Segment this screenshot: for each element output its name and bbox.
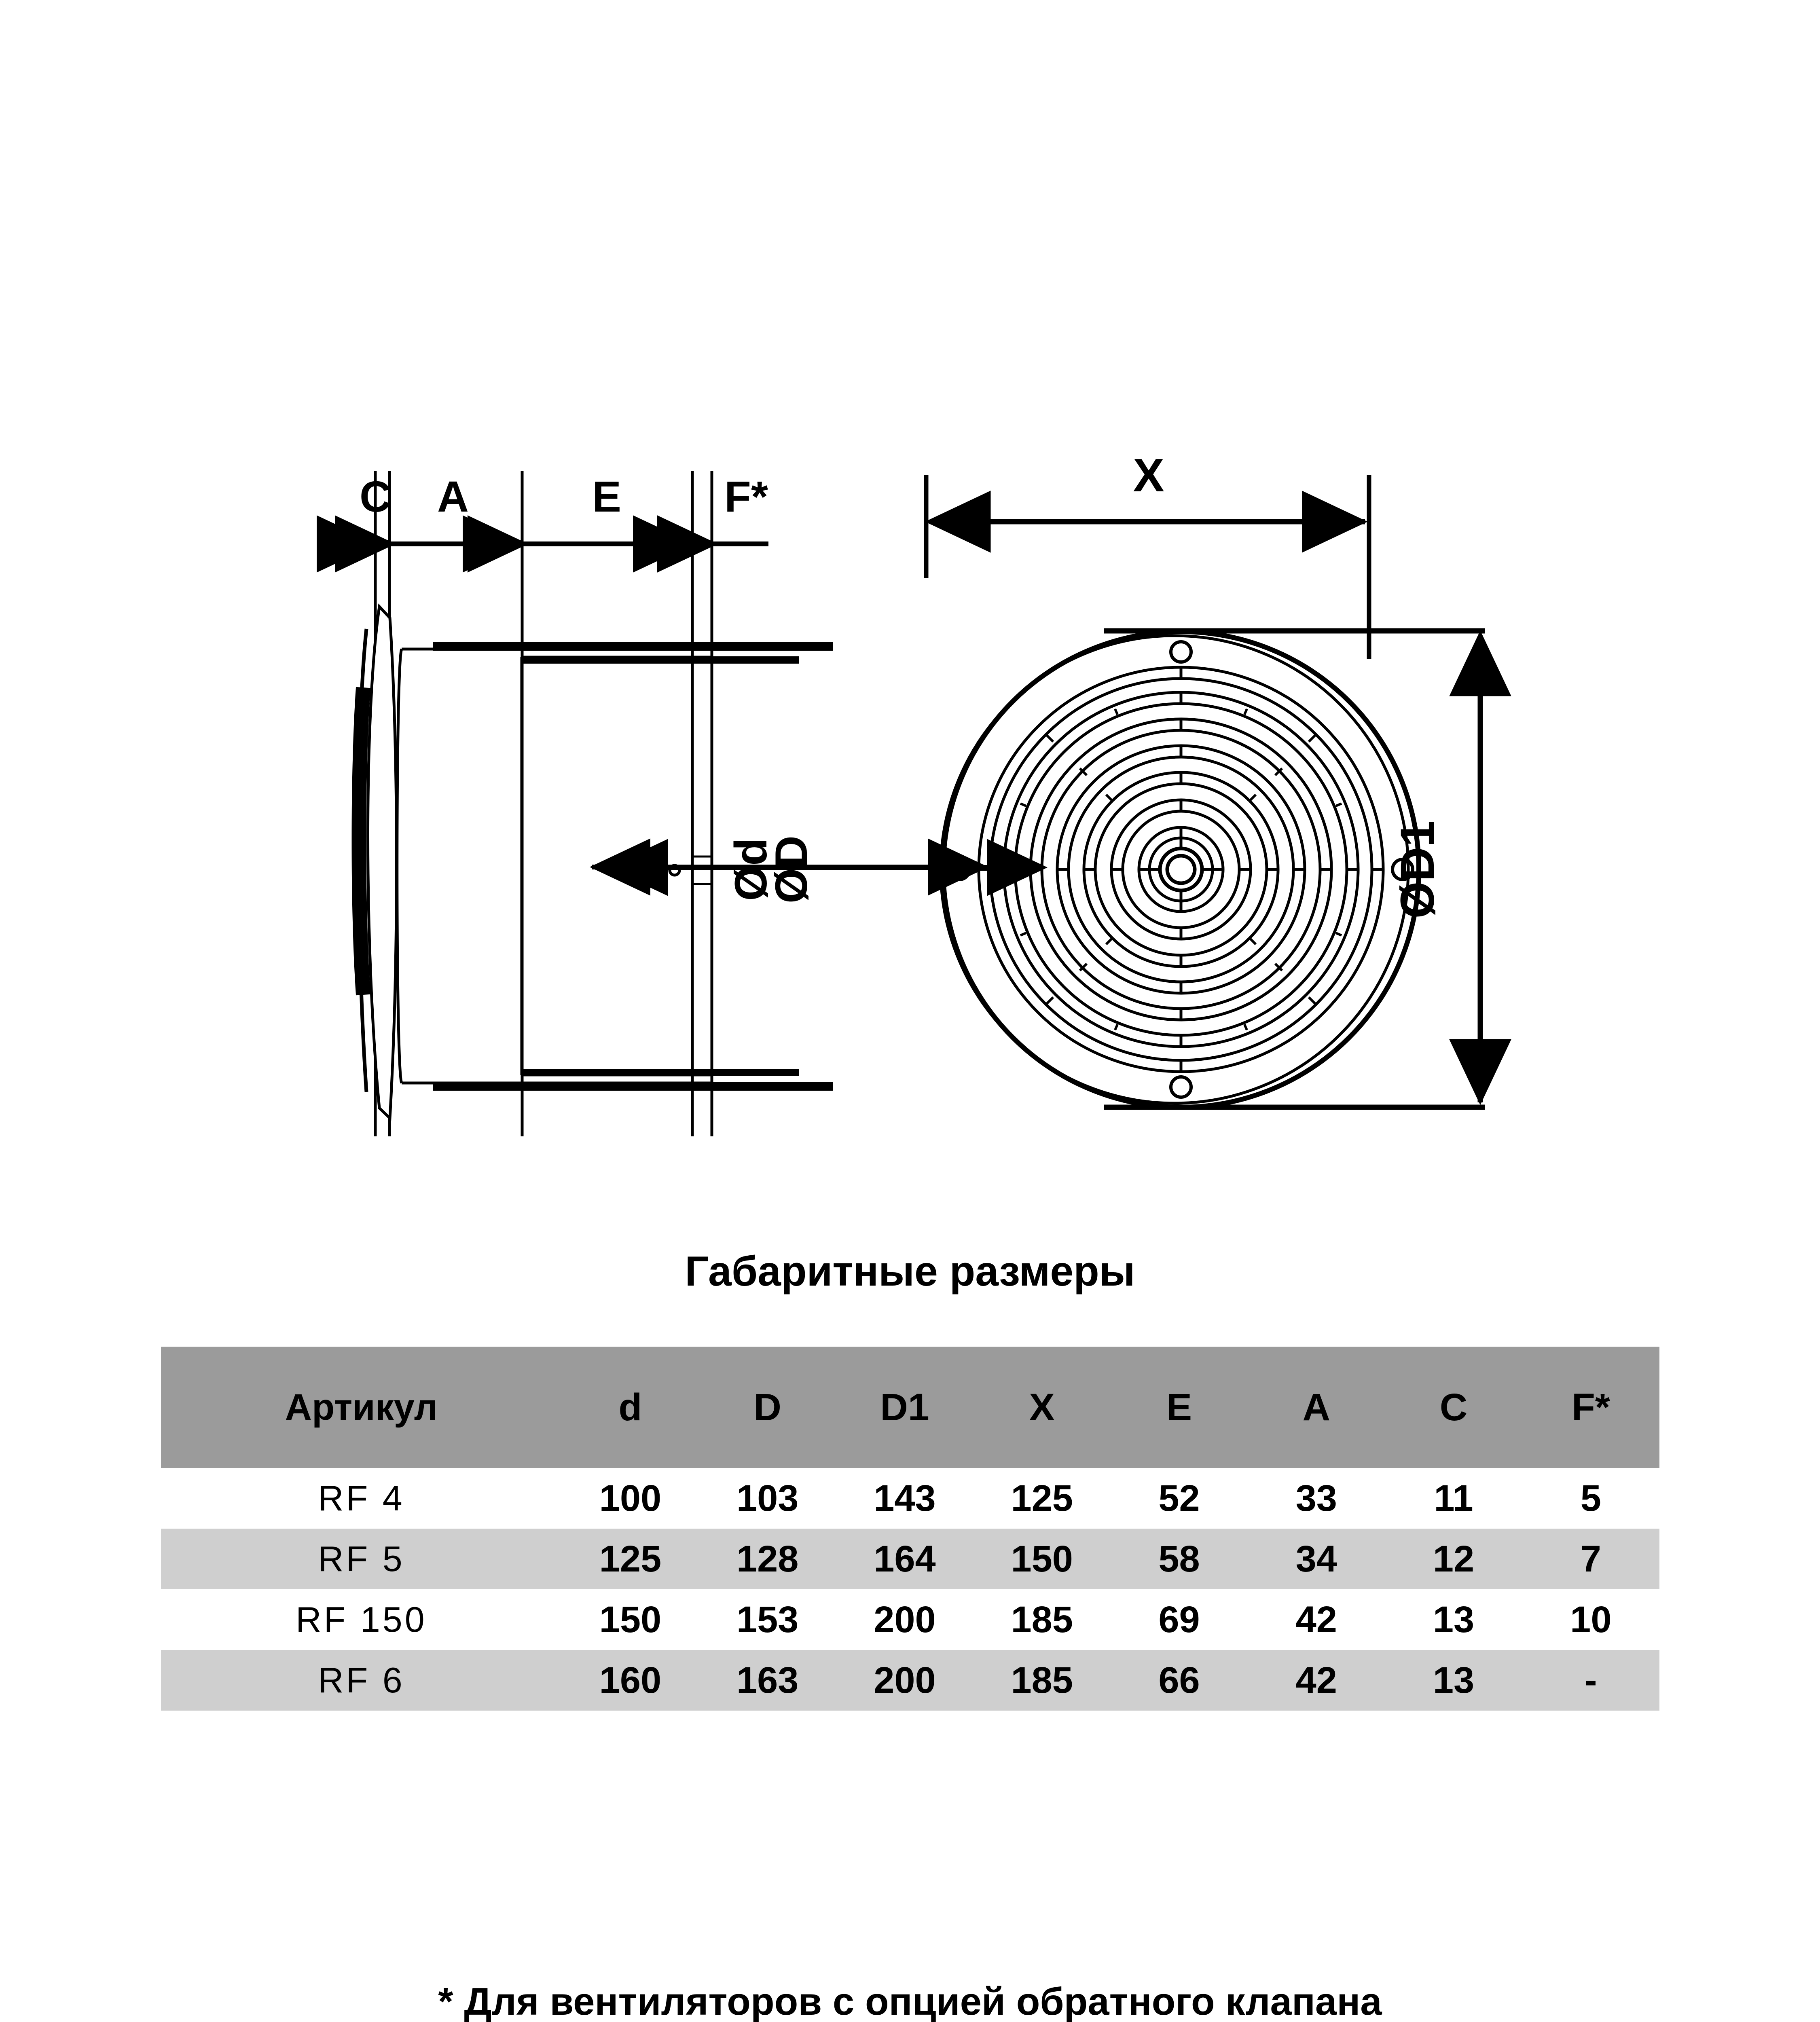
cell-A: 34	[1248, 1529, 1385, 1589]
cell-F: 10	[1522, 1589, 1659, 1650]
label-A: A	[437, 472, 469, 521]
cell-A: 42	[1248, 1589, 1385, 1650]
cell-E: 58	[1110, 1529, 1248, 1589]
page-title: Габаритные размеры	[685, 1248, 1135, 1295]
table-row: RF 5 125 128 164 150 58 34 12 7	[161, 1529, 1659, 1589]
cell-F: -	[1522, 1650, 1659, 1711]
table-header-row: Артикул d D D1 X E A C F*	[161, 1347, 1659, 1468]
label-C: C	[360, 472, 391, 521]
front-view-group: X ØD1	[924, 449, 1511, 1110]
column-header-F: F*	[1522, 1347, 1659, 1468]
fan-outer-flange	[941, 629, 1421, 1110]
mounting-hole-top	[1169, 640, 1193, 664]
cell-A: 42	[1248, 1650, 1385, 1711]
column-header-X: X	[973, 1347, 1111, 1468]
cell-article: RF 6	[161, 1650, 562, 1711]
cell-C: 12	[1385, 1529, 1522, 1589]
side-view-labels: C A E F* Ød ØD	[360, 472, 817, 903]
column-header-D1: D1	[836, 1347, 973, 1468]
cell-C: 11	[1385, 1468, 1522, 1529]
mounting-hole-bottom	[1169, 1075, 1193, 1099]
cell-X: 125	[973, 1468, 1111, 1529]
column-header-C: C	[1385, 1347, 1522, 1468]
label-diameter-D: ØD	[766, 835, 817, 903]
cell-article: RF 150	[161, 1589, 562, 1650]
label-E: E	[592, 472, 621, 521]
cell-C: 13	[1385, 1650, 1522, 1711]
cell-D1: 200	[836, 1589, 973, 1650]
cell-D: 128	[699, 1529, 836, 1589]
cell-A: 33	[1248, 1468, 1385, 1529]
cell-D: 163	[699, 1650, 836, 1711]
label-X: X	[1133, 449, 1164, 501]
cell-E: 69	[1110, 1589, 1248, 1650]
column-header-E: E	[1110, 1347, 1248, 1468]
side-view-body-outline	[351, 603, 713, 1121]
mounting-hole-left	[948, 858, 971, 881]
cell-d: 160	[561, 1650, 699, 1711]
cell-d: 125	[561, 1529, 699, 1589]
cell-d: 150	[561, 1589, 699, 1650]
label-F-star: F*	[724, 472, 768, 521]
cell-E: 52	[1110, 1468, 1248, 1529]
cell-F: 7	[1522, 1529, 1659, 1589]
table-row: RF 6 160 163 200 185 66 42 13 -	[161, 1650, 1659, 1711]
mounting-hole-right	[1391, 858, 1414, 881]
side-view-reference-lines-inner	[522, 656, 799, 1076]
cell-X: 185	[973, 1589, 1111, 1650]
cell-d: 100	[561, 1468, 699, 1529]
product-dimension-drawing: C A E F* Ød ØD X	[317, 449, 1511, 1136]
fan-front-view	[939, 629, 1421, 1110]
dimensions-table: Артикул d D D1 X E A C F* RF 4 100 103 1…	[161, 1347, 1659, 1711]
table-row: RF 150 150 153 200 185 69 42 13 10	[161, 1589, 1659, 1650]
cell-D1: 164	[836, 1529, 973, 1589]
cell-article: RF 5	[161, 1529, 562, 1589]
column-header-A: A	[1248, 1347, 1385, 1468]
cell-D1: 200	[836, 1650, 973, 1711]
fan-hub	[1158, 846, 1204, 893]
table-row: RF 4 100 103 143 125 52 33 11 5	[161, 1468, 1659, 1529]
fan-mounting-holes	[948, 640, 1414, 1099]
column-header-D: D	[699, 1347, 836, 1468]
label-diameter-d: Ød	[726, 838, 776, 901]
side-view-extension-lines	[374, 471, 713, 1136]
cell-D: 103	[699, 1468, 836, 1529]
cell-X: 185	[973, 1650, 1111, 1711]
side-view-group	[317, 471, 1048, 1136]
side-view-reference-lines	[433, 642, 833, 1091]
cell-E: 66	[1110, 1650, 1248, 1711]
column-header-d: d	[561, 1347, 699, 1468]
table-footnote: * Для вентиляторов с опцией обратного кл…	[438, 1980, 1382, 2022]
cell-D: 153	[699, 1589, 836, 1650]
fan-radial-tabs	[979, 667, 1383, 1072]
cell-D1: 143	[836, 1468, 973, 1529]
cell-X: 150	[973, 1529, 1111, 1589]
cell-F: 5	[1522, 1468, 1659, 1529]
fan-outer-flange-inner	[939, 634, 1410, 1105]
cell-article: RF 4	[161, 1468, 562, 1529]
fan-stagger-tabs	[1020, 708, 1342, 1031]
cell-C: 13	[1385, 1589, 1522, 1650]
column-header-article: Артикул	[161, 1347, 562, 1468]
